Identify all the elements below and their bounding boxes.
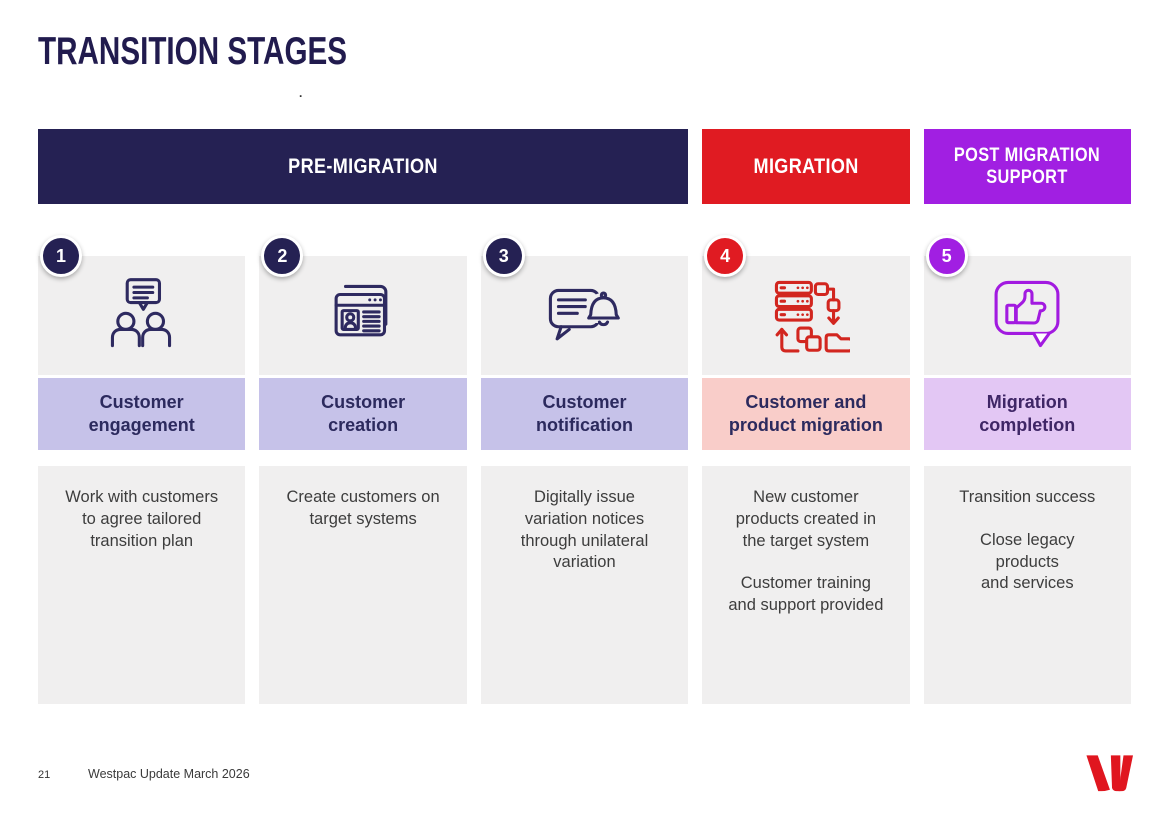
stray-period-mark: . (299, 86, 303, 100)
phase-header-post-migration-support: POST MIGRATION SUPPORT (923, 129, 1131, 204)
transition-stages-diagram: PRE-MIGRATION MIGRATION POST MIGRATION S… (38, 129, 1131, 704)
stage-label: Customer engagement (38, 378, 246, 450)
stage-label: Customer and product migration (702, 378, 910, 450)
notification-message-icon (549, 288, 624, 340)
phase-header-label: MIGRATION (753, 154, 859, 178)
stage-column-4: 4 (702, 204, 910, 704)
stage-number-badge: 1 (40, 235, 82, 277)
stage-description: Transition success Close legacy products… (923, 466, 1131, 704)
stage-number: 5 (941, 245, 952, 266)
stage-number-badge: 3 (482, 235, 525, 277)
stage-number: 3 (498, 245, 509, 266)
thumbs-up-message-icon (994, 280, 1060, 347)
phase-header-label: PRE-MIGRATION (288, 154, 438, 178)
stage-description: Work with customers to agree tailored tr… (38, 466, 246, 704)
stage-number-badge: 4 (704, 235, 747, 277)
stage-description-text: Customer training and support provided (728, 574, 884, 615)
data-migration-icon (774, 280, 850, 352)
stage-icon-box (923, 256, 1131, 375)
stage-icon-box (259, 256, 467, 375)
westpac-logo (1086, 755, 1133, 792)
stage-description-text: Close legacy products and services (980, 530, 1075, 593)
page-number: 21 (38, 769, 51, 781)
stage-label: Customer creation (259, 378, 467, 450)
customer-discussion-icon (110, 277, 171, 347)
profile-window-icon (334, 284, 388, 336)
stage-description-text: Work with customers to agree tailored tr… (65, 488, 219, 550)
stage-column-2: 2 (259, 204, 467, 704)
stage-icon-box (702, 256, 910, 375)
footer-text: Westpac Update March 2026 (88, 767, 250, 781)
phase-header-label: POST MIGRATION SUPPORT (954, 145, 1101, 188)
stage-number: 4 (720, 245, 731, 266)
stage-description: Digitally issue variation notices throug… (480, 466, 689, 704)
stage-column-3: 3 Customer notification Digitally issue … (480, 204, 689, 704)
stage-number-badge: 5 (925, 235, 968, 277)
stage-column-5: 5 Migration completion Transition succes… (923, 204, 1131, 704)
stage-description-text: Digitally issue variation notices throug… (520, 488, 649, 572)
stage-number: 2 (277, 245, 288, 266)
phase-header-migration: MIGRATION (702, 129, 910, 204)
stage-column-1: 1 Customer engagement Work with customer… (38, 204, 246, 704)
stage-icon-box (38, 256, 246, 375)
stage-number: 1 (55, 245, 66, 266)
phase-header-pre-migration: PRE-MIGRATION (38, 129, 689, 204)
page-title: TRANSITION STAGES (38, 30, 348, 73)
stage-description-text: New customer products created in the tar… (735, 488, 877, 550)
stage-description-text: Transition success (959, 488, 1096, 506)
stage-icon-box (480, 256, 689, 375)
stage-label: Customer notification (480, 378, 689, 450)
stage-description-text: Create customers on target systems (286, 488, 440, 528)
stage-description: New customer products created in the tar… (702, 466, 910, 704)
stage-number-badge: 2 (261, 235, 304, 277)
stage-label: Migration completion (923, 378, 1131, 450)
stage-description: Create customers on target systems (259, 466, 467, 704)
